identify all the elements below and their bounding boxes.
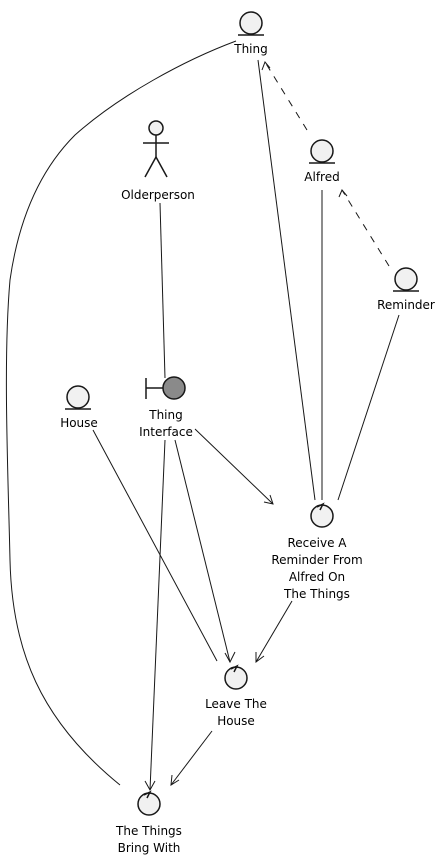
thing-to-the-things-bring-with-link [5,40,237,786]
reminder-entity-icon [394,267,418,291]
receive-reminder-to-leave-house-arrowhead [255,652,265,663]
thing-label: Thing [233,42,268,56]
actor-head-icon [148,120,164,136]
house-entity-icon [66,385,90,409]
alfred-to-thing-link [264,61,308,131]
leave-house-control-arrow-icon [230,664,239,673]
house-label: House [60,416,98,430]
thing-interface-boundary-node: Thing Interface [139,376,193,439]
leave-house-label-line-1: Leave The [205,697,267,711]
receive-reminder-label-line-3: Alfred On [289,570,345,584]
receive-reminder-control-arrow-icon [316,502,325,511]
leave-house-label-line-2: House [217,714,255,728]
olderperson-to-thing-interface-link [159,202,166,379]
receive-reminder-label-line-4: The Things [283,587,350,601]
alfred-label: Alfred [304,170,339,184]
thing-interface-to-receive-reminder-arrowhead [263,494,274,505]
alfred-to-thing-arrowhead [261,61,271,71]
things-bring-control-arrow-icon [143,790,152,799]
thing-to-receive-reminder-link [257,59,316,501]
alfred-entity-icon [310,139,334,163]
reminder-to-alfred-link [341,189,390,267]
olderperson-label: Olderperson [121,188,195,202]
boundary-circle-icon [162,376,186,400]
leave-house-control-node: Leave The House [205,664,267,728]
actor-left-leg-icon [144,156,157,178]
house-entity-node: House [60,385,98,430]
receive-reminder-to-leave-house-link [255,600,293,663]
thing-interface-to-leave-house-arrowhead [224,651,236,664]
things-bring-control-icon [137,792,161,816]
leave-house-control-icon [224,666,248,690]
receive-reminder-control-icon [310,504,334,528]
thing-interface-to-things-bring-link [149,439,166,791]
house-to-leave-house-link [92,429,218,662]
reminder-entity-node: Reminder [377,267,435,312]
thing-interface-to-leave-house-link [174,439,231,663]
things-bring-label-line-2: Bring With [118,841,181,855]
thing-interface-label-line-2: Interface [139,425,193,439]
receive-reminder-label-line-2: Reminder From [271,553,362,567]
reminder-to-receive-reminder-link [337,314,400,501]
reminder-label: Reminder [377,298,435,312]
thing-interface-to-receive-reminder-link [194,428,274,505]
leave-house-to-things-bring-link [170,730,213,786]
thing-entity-icon [239,11,263,35]
receive-reminder-control-node: Receive A Reminder From Alfred On The Th… [271,502,363,601]
reminder-to-alfred-arrowhead [338,189,348,198]
things-bring-control-node: The Things Bring With [115,790,182,855]
things-bring-label-line-1: The Things [115,824,182,838]
alfred-entity-node: Alfred [304,139,340,184]
receive-reminder-label-line-1: Receive A [287,536,347,550]
thing-entity-node: Thing [233,11,268,56]
actor-right-leg-icon [155,156,168,178]
olderperson-actor-node: Olderperson [121,120,195,202]
leave-house-to-things-bring-arrowhead [170,774,180,786]
thing-interface-label-line-1: Thing [148,408,183,422]
thing-interface-to-things-bring-arrowhead [144,780,156,792]
